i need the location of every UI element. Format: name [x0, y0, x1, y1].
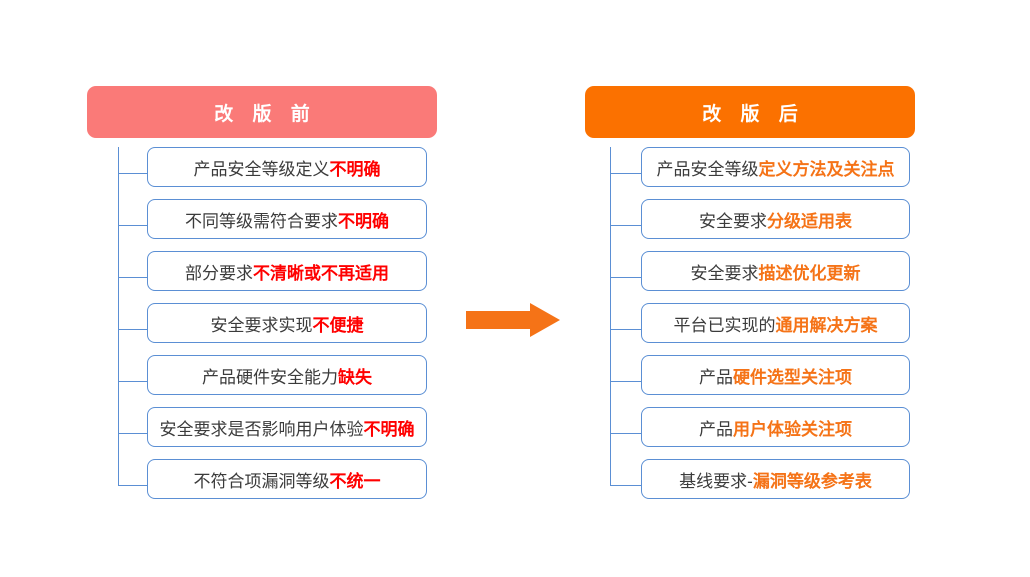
after-trunk-line	[610, 147, 611, 485]
before-node-accent-text: 不明确	[329, 159, 381, 179]
after-node-accent-text: 分级适用表	[767, 211, 852, 231]
after-node-accent-text: 硬件选型关注项	[733, 367, 852, 387]
before-node-text: 安全要求实现	[210, 315, 313, 335]
after-node-text: 产品	[699, 419, 733, 439]
after-row: 产品用户体验关注项	[585, 407, 915, 459]
before-connector-line	[118, 329, 147, 330]
before-row: 不符合项漏洞等级不统一	[87, 459, 437, 511]
before-column: 改 版 前 产品安全等级定义不明确不同等级需符合要求不明确部分要求不清晰或不再适…	[87, 86, 437, 511]
before-row: 安全要求是否影响用户体验不明确	[87, 407, 437, 459]
before-node-text: 不符合项漏洞等级	[193, 471, 330, 491]
before-connector-line	[118, 173, 147, 174]
after-connector-line	[610, 173, 641, 174]
before-connector-line	[118, 277, 147, 278]
after-node-text: 安全要求	[690, 263, 759, 283]
before-node-text: 部分要求	[185, 263, 253, 283]
after-connector-line	[610, 277, 641, 278]
after-node-accent-text: 描述优化更新	[758, 263, 861, 283]
before-node-text: 不同等级需符合要求	[185, 211, 338, 231]
after-node[interactable]: 平台已实现的通用解决方案	[641, 303, 910, 343]
after-node-accent-text: 通用解决方案	[775, 315, 878, 335]
before-node-accent-text: 不统一	[329, 471, 381, 491]
after-node[interactable]: 产品安全等级定义方法及关注点	[641, 147, 910, 187]
before-row: 安全要求实现不便捷	[87, 303, 437, 355]
after-tree: 产品安全等级定义方法及关注点安全要求分级适用表安全要求描述优化更新平台已实现的通…	[585, 147, 915, 511]
before-row: 产品安全等级定义不明确	[87, 147, 437, 199]
before-node[interactable]: 安全要求是否影响用户体验不明确	[147, 407, 427, 447]
before-node-accent-text: 不清晰或不再适用	[253, 263, 389, 283]
before-tree: 产品安全等级定义不明确不同等级需符合要求不明确部分要求不清晰或不再适用安全要求实…	[87, 147, 437, 511]
before-connector-line	[118, 381, 147, 382]
before-node[interactable]: 不同等级需符合要求不明确	[147, 199, 427, 239]
after-row: 安全要求分级适用表	[585, 199, 915, 251]
after-node[interactable]: 产品用户体验关注项	[641, 407, 910, 447]
after-connector-line	[610, 329, 641, 330]
before-row: 产品硬件安全能力缺失	[87, 355, 437, 407]
before-node[interactable]: 产品安全等级定义不明确	[147, 147, 427, 187]
after-column: 改 版 后 产品安全等级定义方法及关注点安全要求分级适用表安全要求描述优化更新平…	[585, 86, 915, 511]
before-connector-line	[118, 485, 147, 486]
right-arrow-icon	[466, 303, 560, 337]
after-node[interactable]: 安全要求分级适用表	[641, 199, 910, 239]
before-node[interactable]: 安全要求实现不便捷	[147, 303, 427, 343]
after-node-accent-text: 定义方法及关注点	[758, 159, 895, 179]
before-connector-line	[118, 433, 147, 434]
after-node[interactable]: 安全要求描述优化更新	[641, 251, 910, 291]
after-connector-line	[610, 381, 641, 382]
after-row: 平台已实现的通用解决方案	[585, 303, 915, 355]
after-row: 产品硬件选型关注项	[585, 355, 915, 407]
after-node-text: 基线要求-	[679, 471, 753, 491]
after-node[interactable]: 产品硬件选型关注项	[641, 355, 910, 395]
after-connector-line	[610, 485, 641, 486]
before-node[interactable]: 不符合项漏洞等级不统一	[147, 459, 427, 499]
after-node-accent-text: 用户体验关注项	[733, 419, 852, 439]
before-trunk-line	[118, 147, 119, 485]
before-connector-line	[118, 225, 147, 226]
before-node[interactable]: 部分要求不清晰或不再适用	[147, 251, 427, 291]
after-row: 基线要求-漏洞等级参考表	[585, 459, 915, 511]
before-node-text: 安全要求是否影响用户体验	[159, 419, 364, 439]
after-column-header: 改 版 后	[585, 86, 915, 138]
after-connector-line	[610, 225, 641, 226]
after-node-text: 产品安全等级	[656, 159, 759, 179]
after-connector-line	[610, 433, 641, 434]
before-node-accent-text: 不便捷	[312, 315, 364, 335]
after-node[interactable]: 基线要求-漏洞等级参考表	[641, 459, 910, 499]
after-node-text: 平台已实现的	[673, 315, 776, 335]
after-row: 安全要求描述优化更新	[585, 251, 915, 303]
after-node-text: 产品	[699, 367, 733, 387]
before-node-accent-text: 不明确	[363, 419, 415, 439]
before-node[interactable]: 产品硬件安全能力缺失	[147, 355, 427, 395]
before-node-accent-text: 不明确	[338, 211, 389, 231]
before-column-header: 改 版 前	[87, 86, 437, 138]
before-row: 部分要求不清晰或不再适用	[87, 251, 437, 303]
after-node-accent-text: 漏洞等级参考表	[752, 471, 872, 491]
after-row: 产品安全等级定义方法及关注点	[585, 147, 915, 199]
before-node-text: 产品安全等级定义	[193, 159, 330, 179]
before-node-accent-text: 缺失	[338, 367, 372, 387]
after-node-text: 安全要求	[699, 211, 767, 231]
before-node-text: 产品硬件安全能力	[202, 367, 338, 387]
before-row: 不同等级需符合要求不明确	[87, 199, 437, 251]
